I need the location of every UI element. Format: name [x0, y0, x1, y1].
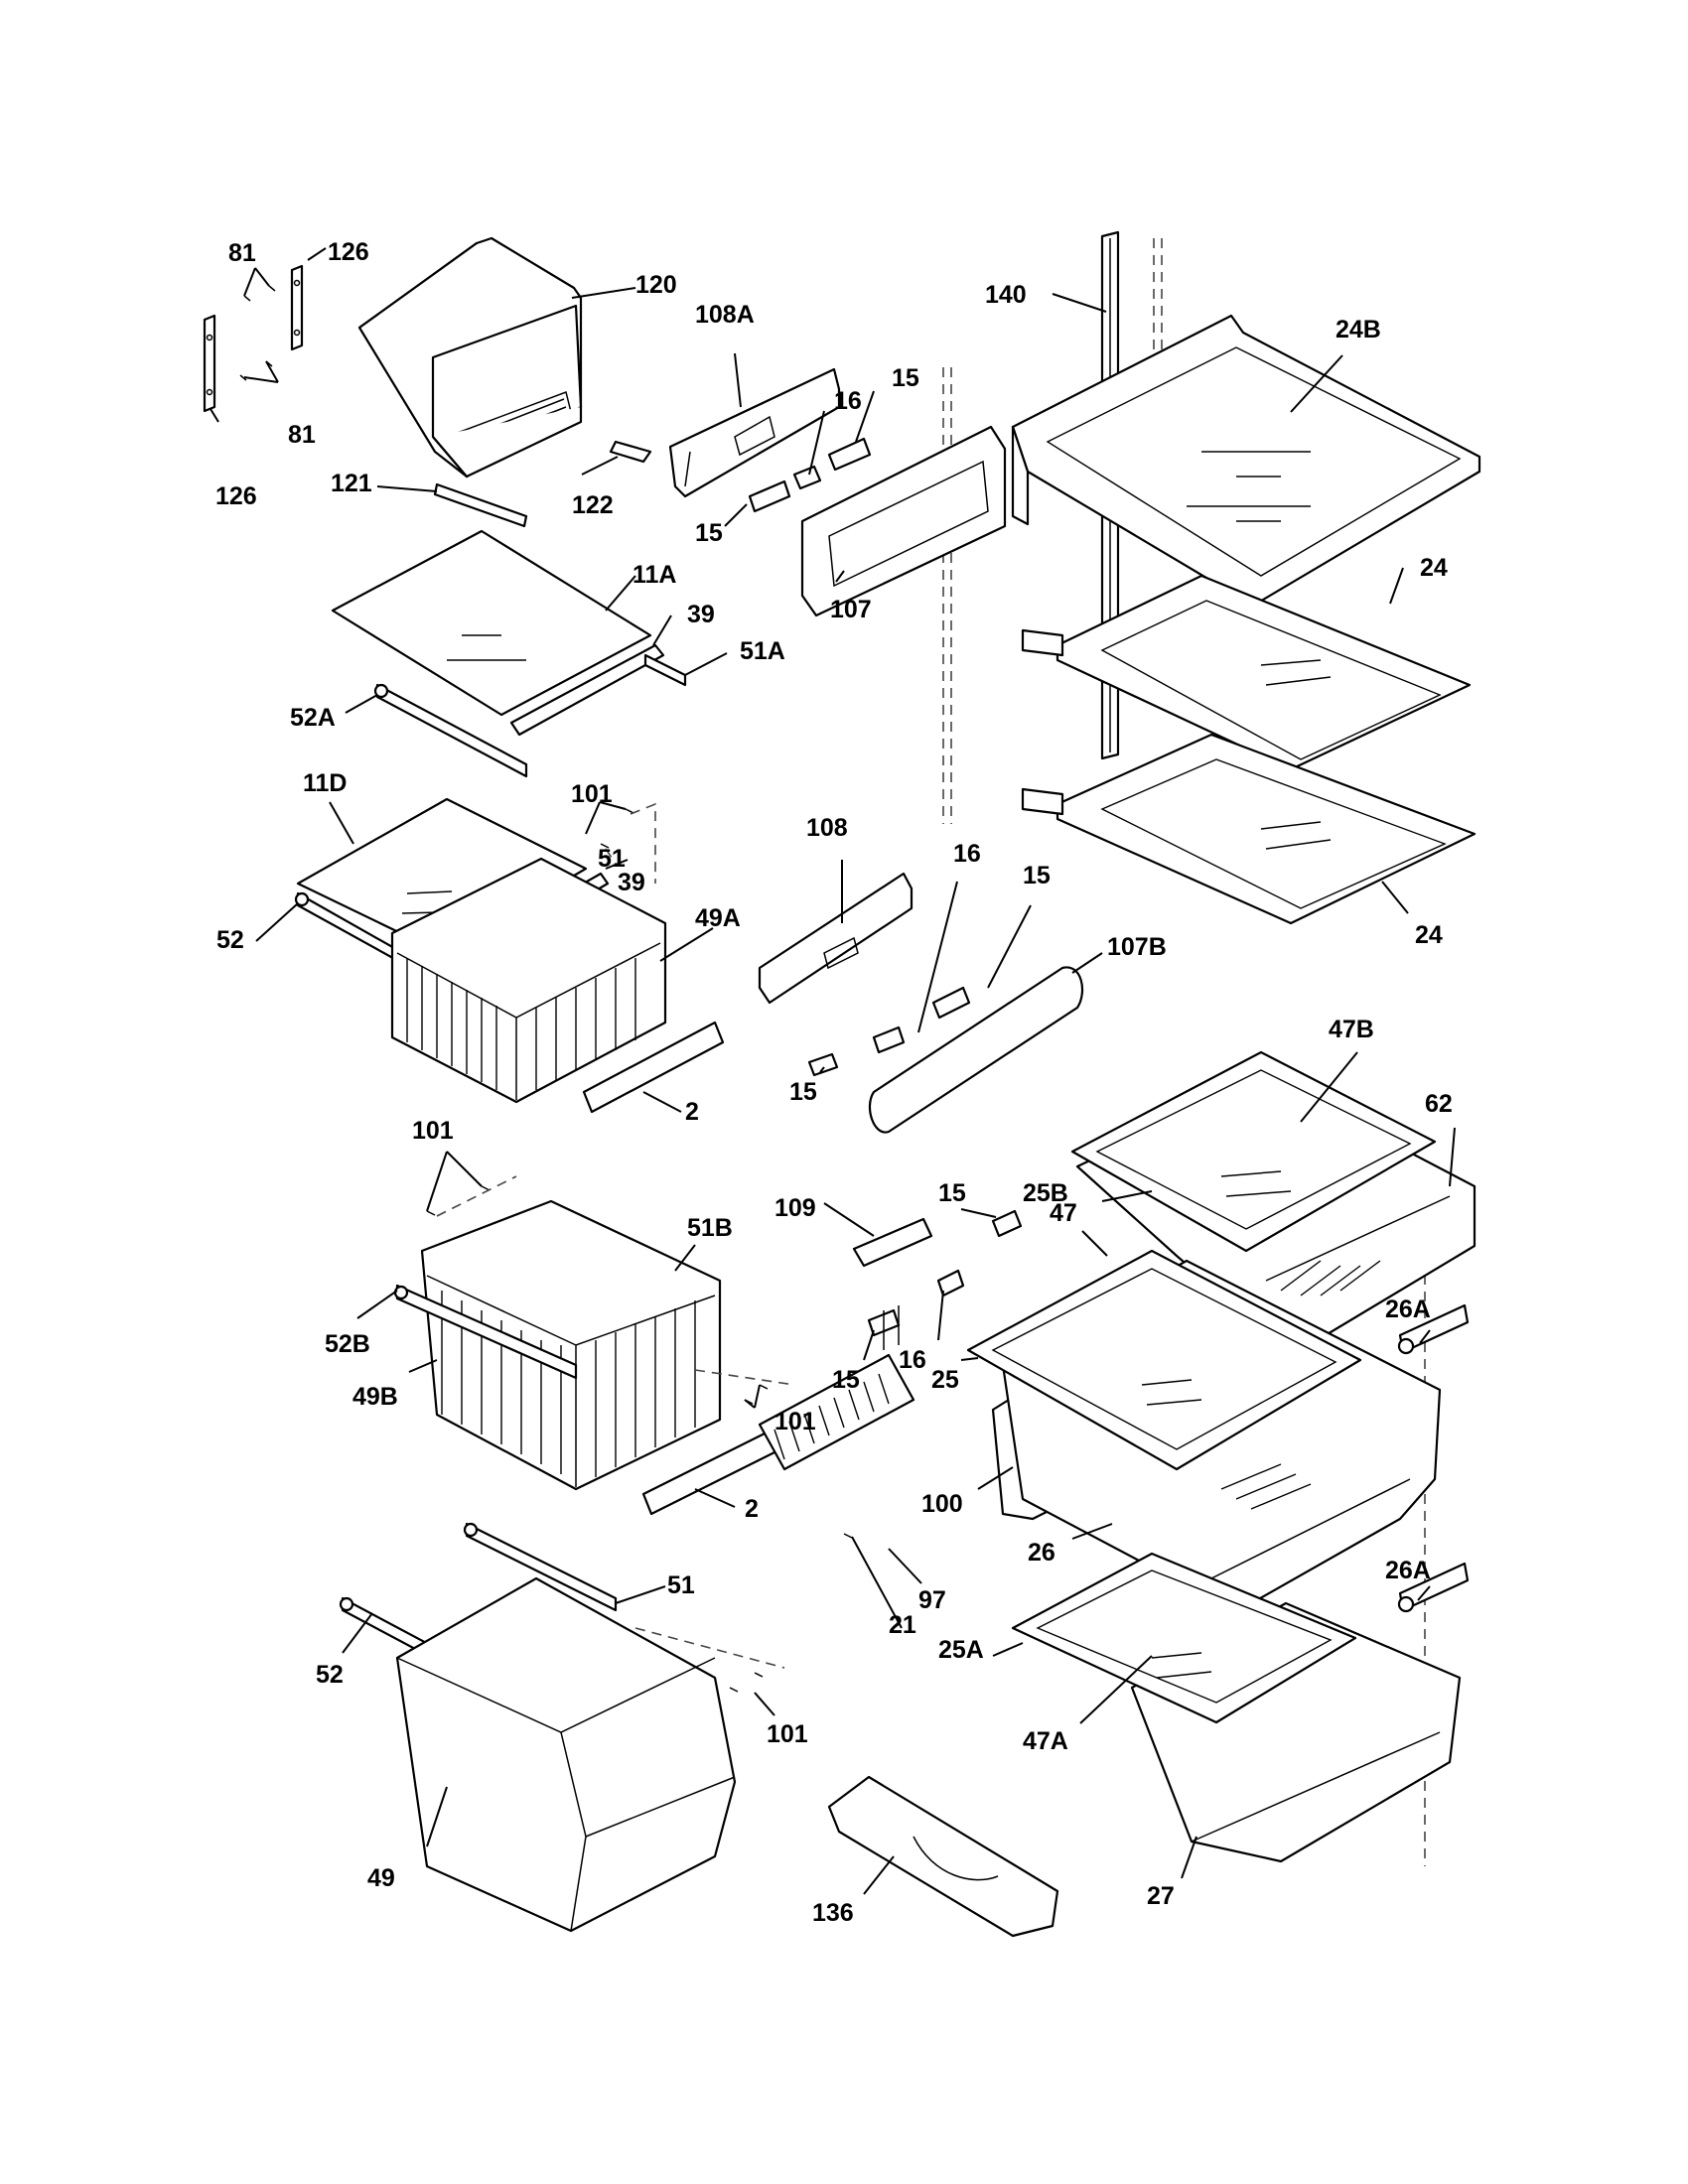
light-bracket-109 — [852, 1217, 933, 1268]
callout-15-mid-right: 15 — [1023, 862, 1051, 889]
basket-49B — [420, 1199, 722, 1491]
bracket-126-right — [290, 264, 304, 351]
callout-16-mid: 16 — [953, 840, 981, 868]
rail-51-lower — [463, 1522, 618, 1612]
callout-101-upper: 101 — [571, 780, 613, 808]
heater-coil-97 — [758, 1305, 915, 1471]
light-shield-107 — [800, 425, 1007, 617]
callout-39-lower: 39 — [618, 869, 645, 896]
callout-100: 100 — [921, 1490, 963, 1518]
screws-101-upper — [600, 802, 656, 884]
callout-16-top: 16 — [834, 387, 862, 415]
callout-126-top: 126 — [328, 238, 369, 266]
callout-24-lower: 24 — [1415, 921, 1443, 949]
callout-39-upper: 39 — [687, 601, 715, 628]
callout-11D: 11D — [303, 769, 347, 797]
callout-51A: 51A — [740, 637, 785, 665]
callout-120: 120 — [635, 271, 677, 299]
callout-52B: 52B — [325, 1330, 370, 1358]
callout-49B: 49B — [352, 1383, 398, 1411]
callout-122: 122 — [572, 491, 614, 519]
shelf-11A — [331, 529, 652, 717]
callout-51-upper: 51 — [598, 845, 626, 873]
basket-49A — [390, 857, 667, 1104]
callout-47A: 47A — [1023, 1727, 1068, 1755]
callout-62: 62 — [1425, 1090, 1453, 1118]
sockets-15-16-low — [867, 1209, 1023, 1337]
cover-47B — [1070, 1050, 1437, 1253]
callout-101-lower: 101 — [767, 1720, 808, 1748]
shelf-24B — [1011, 314, 1481, 608]
shelf-24-upper — [1021, 574, 1472, 771]
callout-21: 21 — [889, 1611, 916, 1639]
callout-107B: 107B — [1107, 933, 1167, 961]
rail-121 — [433, 482, 528, 528]
cover-47 — [966, 1249, 1362, 1471]
callout-97: 97 — [918, 1586, 946, 1614]
callout-15-top-left: 15 — [695, 519, 723, 547]
callout-25: 25 — [931, 1366, 959, 1394]
callout-136: 136 — [812, 1899, 854, 1927]
callout-24-upper: 24 — [1420, 554, 1448, 582]
callout-2-upper: 2 — [685, 1098, 699, 1126]
callout-26: 26 — [1028, 1539, 1055, 1567]
leader-lines — [210, 247, 1456, 1895]
callout-81-top: 81 — [228, 239, 256, 267]
sockets-15-16-top — [748, 437, 872, 513]
callout-26A-lower: 26A — [1385, 1557, 1431, 1584]
callout-27: 27 — [1147, 1882, 1175, 1910]
callout-140: 140 — [985, 281, 1027, 309]
callout-15-mid-left: 15 — [789, 1078, 817, 1106]
trim-39-upper — [509, 643, 665, 737]
callout-101-mid: 101 — [412, 1117, 454, 1145]
callout-labels: 81 126 120 81 126 121 122 108A 16 15 15 … — [215, 238, 1453, 1927]
callout-81-bottom: 81 — [288, 421, 316, 449]
rail-52A — [373, 683, 528, 778]
sockets-15-16-mid — [807, 986, 971, 1077]
shelf-24-lower — [1021, 733, 1477, 925]
callout-25B: 25B — [1023, 1179, 1068, 1207]
callout-121: 121 — [331, 470, 372, 497]
callout-108A: 108A — [695, 301, 755, 329]
callout-108: 108 — [806, 814, 848, 842]
callout-52-upper: 52 — [216, 926, 244, 954]
callout-16-low: 16 — [899, 1346, 926, 1374]
callout-126-bottom: 126 — [215, 482, 257, 510]
light-bracket-108 — [758, 872, 914, 1005]
callout-47B: 47B — [1329, 1016, 1374, 1043]
callout-11A: 11A — [633, 561, 676, 589]
callout-24B: 24B — [1336, 316, 1381, 343]
callout-51-lower: 51 — [667, 1571, 695, 1599]
callout-26A-upper: 26A — [1385, 1296, 1431, 1323]
callout-2-lower: 2 — [745, 1495, 759, 1523]
callout-49: 49 — [367, 1864, 395, 1892]
bracket-26A-lower — [1397, 1562, 1470, 1613]
rail-51A — [643, 653, 687, 687]
screw-21 — [843, 1533, 853, 1539]
callout-107: 107 — [830, 596, 872, 623]
light-shield-107B — [869, 966, 1084, 1134]
holder-136 — [827, 1775, 1059, 1938]
callout-101-right: 101 — [774, 1408, 816, 1435]
callout-109: 109 — [774, 1194, 816, 1222]
callout-49A: 49A — [695, 904, 741, 932]
callout-52A: 52A — [290, 704, 336, 732]
callout-15-top-right: 15 — [892, 364, 919, 392]
callout-15-low-bottom: 15 — [832, 1366, 860, 1394]
light-bracket-108A — [668, 367, 841, 498]
drawer-49 — [395, 1576, 737, 1933]
callout-47: 47 — [1050, 1199, 1077, 1227]
deli-shelf-120 — [357, 236, 652, 478]
callout-15-low-top: 15 — [938, 1179, 966, 1207]
callout-52-lower: 52 — [316, 1661, 344, 1689]
bracket-26A-upper — [1397, 1303, 1470, 1355]
screws-101-lower — [634, 1627, 785, 1693]
callout-25A: 25A — [938, 1636, 984, 1664]
bracket-126-left — [203, 314, 216, 413]
callout-51B: 51B — [687, 1214, 733, 1242]
handle-2-upper — [582, 1021, 725, 1114]
cover-47A — [1011, 1552, 1357, 1724]
